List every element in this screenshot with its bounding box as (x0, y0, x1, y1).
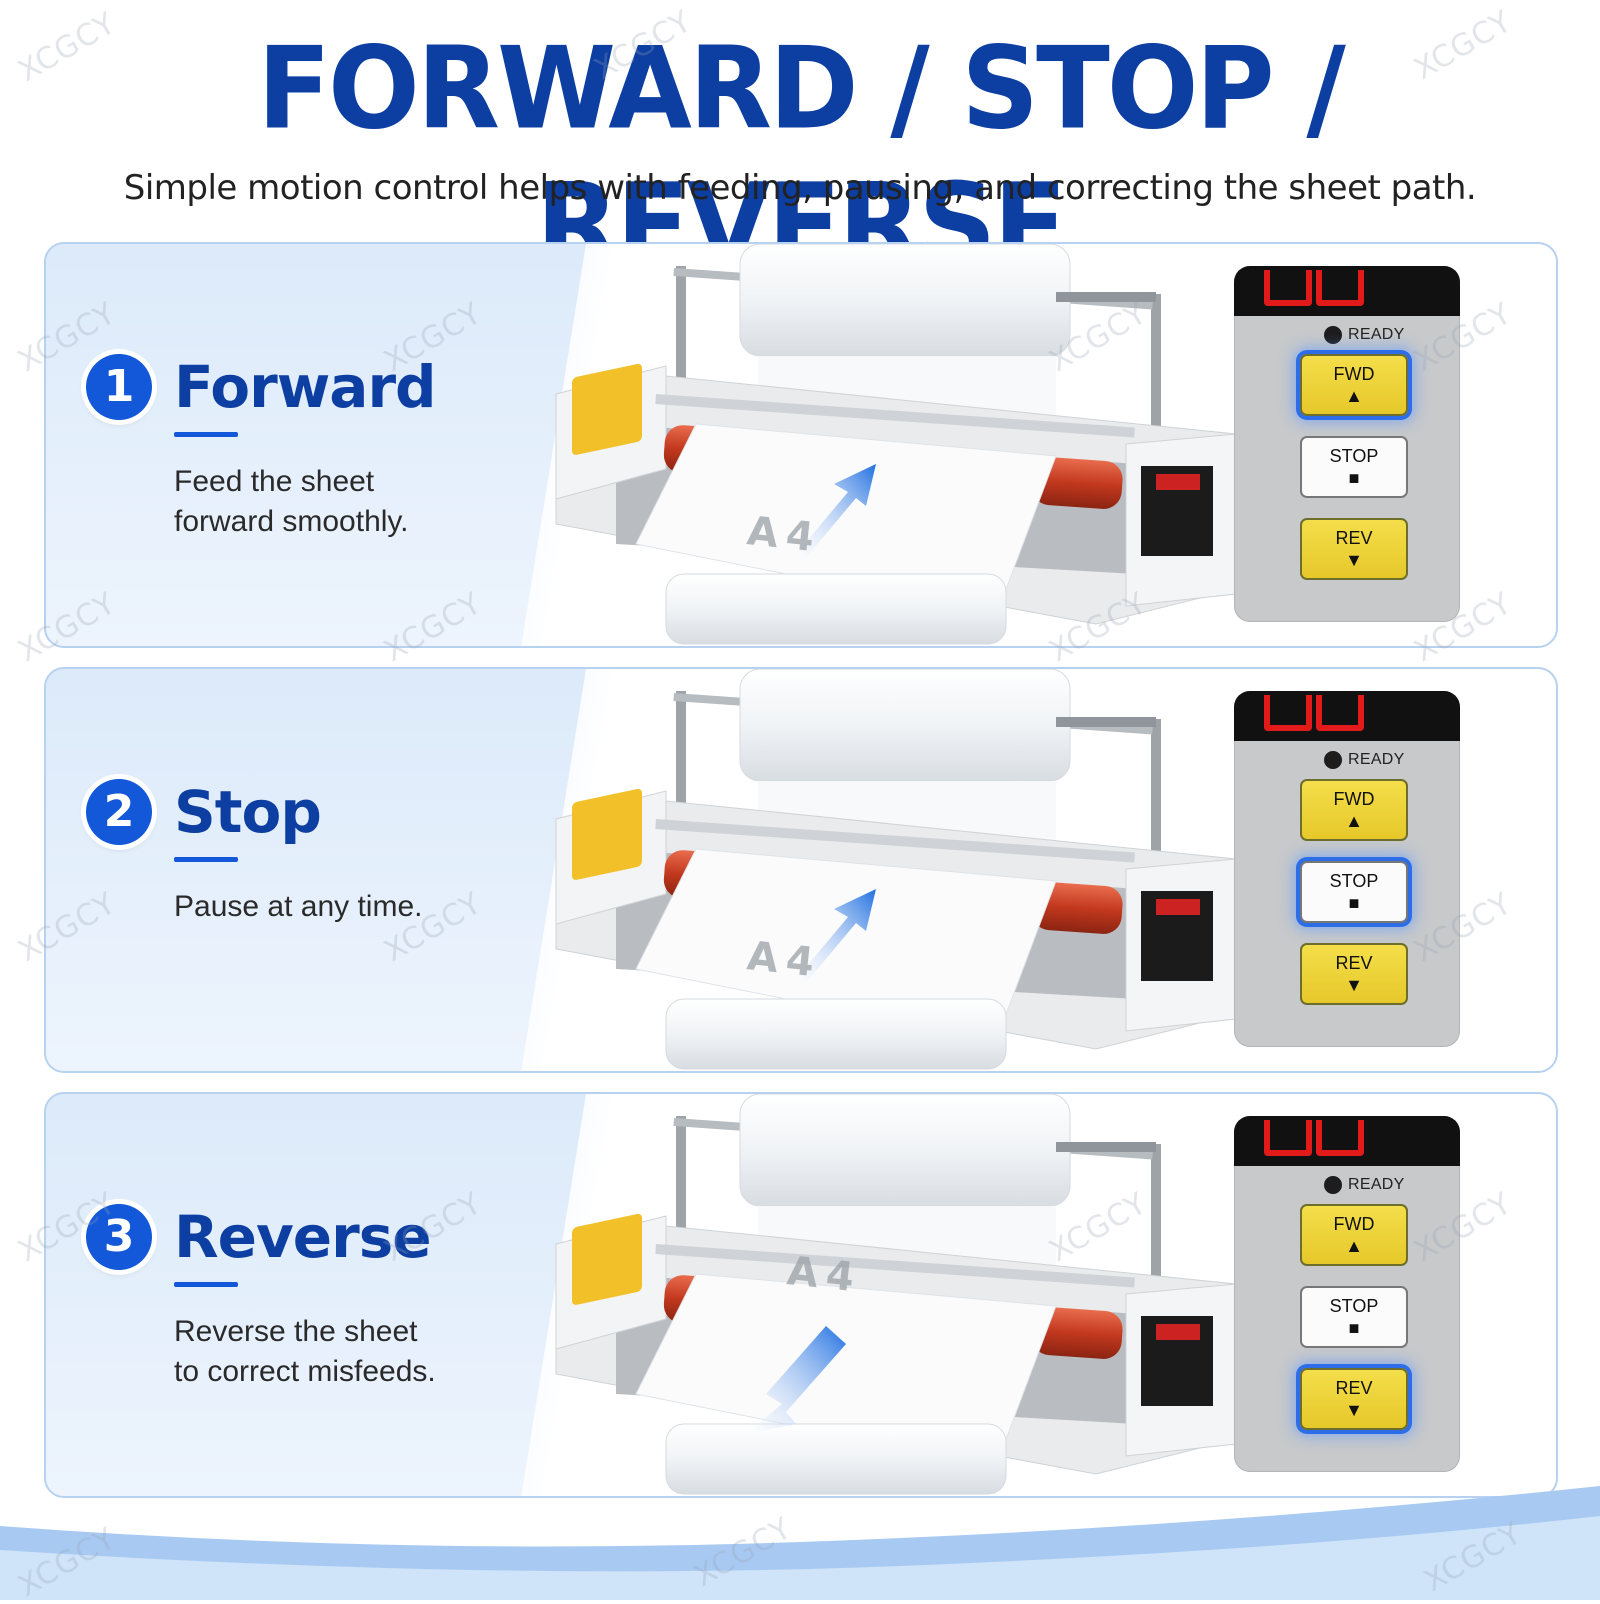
stop-button[interactable]: STOP ■ (1300, 436, 1408, 498)
digital-display (1234, 266, 1460, 316)
rev-button[interactable]: REV ▼ (1300, 518, 1408, 580)
stop-square-icon: ■ (1348, 1318, 1360, 1338)
ready-label: READY (1348, 326, 1405, 343)
stop-button-label: STOP (1329, 1296, 1379, 1316)
stop-square-icon: ■ (1348, 468, 1360, 488)
step-description: Reverse the sheet to correct misfeeds. (174, 1312, 514, 1392)
ready-indicator-icon (1324, 1176, 1342, 1194)
arrow-down-icon: ▼ (1345, 550, 1363, 570)
stop-button[interactable]: STOP ■ (1300, 1286, 1408, 1348)
arrow-down-icon: ▼ (1345, 1400, 1363, 1420)
rev-button[interactable]: REV ▼ (1300, 943, 1408, 1005)
fwd-button-label: FWD (1333, 1214, 1375, 1234)
stop-button[interactable]: STOP ■ (1300, 861, 1408, 923)
step-description-line: Pause at any time. (174, 890, 423, 923)
a4-sheet-label: A4 (745, 933, 824, 987)
step-description: Pause at any time. (174, 887, 514, 927)
stop-square-icon: ■ (1348, 893, 1360, 913)
rev-button[interactable]: REV ▼ (1300, 1368, 1408, 1430)
ready-indicator-icon (1324, 326, 1342, 344)
arrow-up-icon: ▲ (1345, 811, 1363, 831)
step-number-badge: 3 (86, 1204, 152, 1270)
panel-tint (46, 244, 586, 646)
step-description-line: Reverse the sheet (174, 1315, 418, 1348)
step-number-badge: 1 (86, 354, 152, 420)
rev-button-label: REV (1335, 528, 1373, 548)
digital-display (1234, 691, 1460, 741)
fwd-button[interactable]: FWD ▲ (1300, 1204, 1408, 1266)
rev-button-label: REV (1335, 1378, 1373, 1398)
page-subtitle: Simple motion control helps with feeding… (123, 168, 1477, 208)
display-digit (1316, 695, 1364, 731)
title-underline (174, 857, 238, 862)
step-panel-forward: 1 Forward Feed the sheet forward smoothly… (44, 242, 1558, 648)
panel-tint (46, 669, 586, 1071)
laminator-machine-image: A4 (496, 244, 1256, 646)
a4-sheet-label: A4 (785, 1248, 864, 1302)
step-panel-stop: 2 Stop Pause at any time. (44, 667, 1558, 1073)
display-digit (1264, 1120, 1312, 1156)
title-underline (174, 1282, 238, 1287)
step-description-line: Feed the sheet (174, 465, 375, 498)
stop-button-label: STOP (1329, 871, 1379, 891)
page-title: FORWARD / STOP / REVERSE (257, 23, 1346, 292)
bottom-wave-decoration (0, 1486, 1600, 1600)
fwd-button-label: FWD (1333, 364, 1375, 384)
ready-label: READY (1348, 1176, 1405, 1193)
laminator-machine-image: A4 (496, 1094, 1256, 1496)
display-digit (1316, 1120, 1364, 1156)
ready-indicator-icon (1324, 751, 1342, 769)
rev-button-label: REV (1335, 953, 1373, 973)
arrow-up-icon: ▲ (1345, 1236, 1363, 1256)
display-digit (1316, 270, 1364, 306)
fwd-button[interactable]: FWD ▲ (1300, 779, 1408, 841)
panel-tint (46, 1094, 586, 1496)
control-panel: READY FWD ▲ STOP ■ REV ▼ (1234, 691, 1460, 1047)
step-description-line: to correct misfeeds. (174, 1355, 436, 1388)
arrow-up-icon: ▲ (1345, 386, 1363, 406)
control-panel: READY FWD ▲ STOP ■ REV ▼ (1234, 1116, 1460, 1472)
fwd-button-label: FWD (1333, 789, 1375, 809)
step-description: Feed the sheet forward smoothly. (174, 462, 514, 542)
control-panel: READY FWD ▲ STOP ■ REV ▼ (1234, 266, 1460, 622)
display-digit (1264, 270, 1312, 306)
step-description-line: forward smoothly. (174, 505, 409, 538)
digital-display (1234, 1116, 1460, 1166)
title-underline (174, 432, 238, 437)
step-panel-reverse: 3 Reverse Reverse the sheet to correct mi… (44, 1092, 1558, 1498)
fwd-button[interactable]: FWD ▲ (1300, 354, 1408, 416)
a4-sheet-label: A4 (745, 508, 824, 562)
stop-button-label: STOP (1329, 446, 1379, 466)
ready-label: READY (1348, 751, 1405, 768)
step-title: Forward (174, 353, 437, 421)
display-digit (1264, 695, 1312, 731)
step-number-badge: 2 (86, 779, 152, 845)
arrow-down-icon: ▼ (1345, 975, 1363, 995)
laminator-machine-image: A4 (496, 669, 1256, 1071)
step-title: Reverse (174, 1203, 432, 1271)
step-title: Stop (174, 778, 322, 846)
